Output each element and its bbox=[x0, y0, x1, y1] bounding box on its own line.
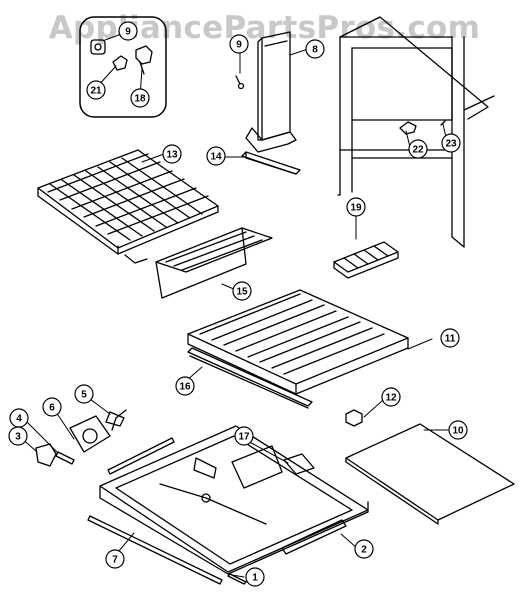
part-7-strip bbox=[87, 515, 223, 585]
part-15-cover bbox=[155, 227, 273, 299]
callout-number: 9 bbox=[125, 27, 131, 38]
callout-part-5: 5 bbox=[74, 384, 94, 404]
callout-number: 2 bbox=[361, 545, 367, 556]
part-2-strip bbox=[281, 519, 347, 555]
callout-part-3: 3 bbox=[8, 426, 28, 446]
part-12-clip bbox=[345, 409, 363, 427]
callout-part-13: 13 bbox=[162, 144, 182, 164]
bottom-pan bbox=[99, 425, 369, 575]
callout-number: 13 bbox=[166, 150, 178, 161]
part-5-fan bbox=[105, 409, 127, 431]
callout-number: 10 bbox=[452, 426, 464, 437]
callout-circle bbox=[162, 144, 182, 164]
callout-number: 6 bbox=[49, 403, 55, 414]
callout-number: 12 bbox=[385, 393, 397, 404]
callout-part-4: 4 bbox=[9, 408, 29, 428]
callout-number: 4 bbox=[16, 414, 22, 425]
part-16-strip bbox=[187, 347, 313, 409]
callout-part-17: 17 bbox=[234, 426, 254, 446]
part-3-shape bbox=[35, 443, 57, 467]
callout-number: 11 bbox=[445, 334, 456, 345]
callout-circle bbox=[408, 139, 428, 159]
callout-part-1: 1 bbox=[245, 567, 265, 587]
callout-circle bbox=[206, 146, 226, 166]
callout-circle bbox=[105, 549, 125, 569]
callout-circle bbox=[441, 133, 461, 153]
callout-part-23: 23 bbox=[441, 133, 461, 153]
callout-part-18: 18 bbox=[130, 88, 150, 108]
callout-part-2: 2 bbox=[354, 539, 374, 559]
inset-detail-box bbox=[79, 16, 167, 118]
callout-number: 17 bbox=[238, 432, 250, 443]
callout-number: 1 bbox=[252, 573, 258, 584]
part-10-panel bbox=[345, 423, 515, 525]
callout-number: 7 bbox=[112, 555, 118, 566]
part-14-bracket bbox=[241, 151, 301, 175]
callout-part-6: 6 bbox=[42, 397, 62, 417]
callout-number: 5 bbox=[81, 390, 87, 401]
callout-number: 3 bbox=[15, 432, 21, 443]
part-17-shape bbox=[283, 453, 315, 475]
callout-circle bbox=[448, 420, 468, 440]
callout-number: 8 bbox=[312, 45, 318, 56]
callout-number: 21 bbox=[90, 86, 102, 97]
callout-circle bbox=[175, 376, 195, 396]
callout-circle bbox=[86, 80, 106, 100]
callout-number: 14 bbox=[210, 152, 222, 163]
callout-circle bbox=[9, 408, 29, 428]
part-9-screw bbox=[235, 75, 245, 90]
callout-circle bbox=[305, 39, 325, 59]
part-13-wire-shelf bbox=[37, 149, 219, 264]
part-6-shape bbox=[69, 415, 111, 453]
callout-circle bbox=[229, 34, 249, 54]
rail-bottom-left bbox=[227, 573, 247, 585]
callout-circle bbox=[118, 21, 138, 41]
cabinet-frame bbox=[337, 16, 495, 248]
callout-circle bbox=[440, 328, 460, 348]
callout-part-7: 7 bbox=[105, 549, 125, 569]
callout-circle bbox=[42, 397, 62, 417]
callout-part-11: 11 bbox=[440, 328, 460, 348]
callout-circle bbox=[346, 197, 366, 217]
callout-number: 22 bbox=[412, 145, 424, 156]
part-8-shape bbox=[245, 31, 297, 153]
callout-number: 9 bbox=[236, 40, 242, 51]
callout-circle bbox=[232, 281, 252, 301]
callout-part-19: 19 bbox=[346, 197, 366, 217]
callout-number: 18 bbox=[134, 94, 146, 105]
callout-part-14: 14 bbox=[206, 146, 226, 166]
callout-part-15: 15 bbox=[232, 281, 252, 301]
callout-part-12: 12 bbox=[381, 387, 401, 407]
callout-part-8: 8 bbox=[305, 39, 325, 59]
callout-part-9: 9 bbox=[229, 34, 249, 54]
callout-circle bbox=[74, 384, 94, 404]
callout-part-10: 10 bbox=[448, 420, 468, 440]
part-11-glass-shelf bbox=[187, 289, 409, 395]
callout-number: 23 bbox=[445, 139, 457, 150]
rail-left bbox=[107, 437, 175, 475]
callout-number: 15 bbox=[236, 287, 248, 298]
callout-part-21: 21 bbox=[86, 80, 106, 100]
callout-circle bbox=[234, 426, 254, 446]
callout-number: 19 bbox=[350, 203, 362, 214]
callout-number: 16 bbox=[179, 382, 191, 393]
callout-circle bbox=[130, 88, 150, 108]
callout-part-22: 22 bbox=[408, 139, 428, 159]
callout-circle bbox=[354, 539, 374, 559]
callout-circle bbox=[381, 387, 401, 407]
callout-circle bbox=[245, 567, 265, 587]
part-4-shape bbox=[55, 451, 75, 465]
callout-part-16: 16 bbox=[175, 376, 195, 396]
callout-part-9-inset: 9 bbox=[118, 21, 138, 41]
part-19-ice-tray bbox=[333, 241, 399, 279]
